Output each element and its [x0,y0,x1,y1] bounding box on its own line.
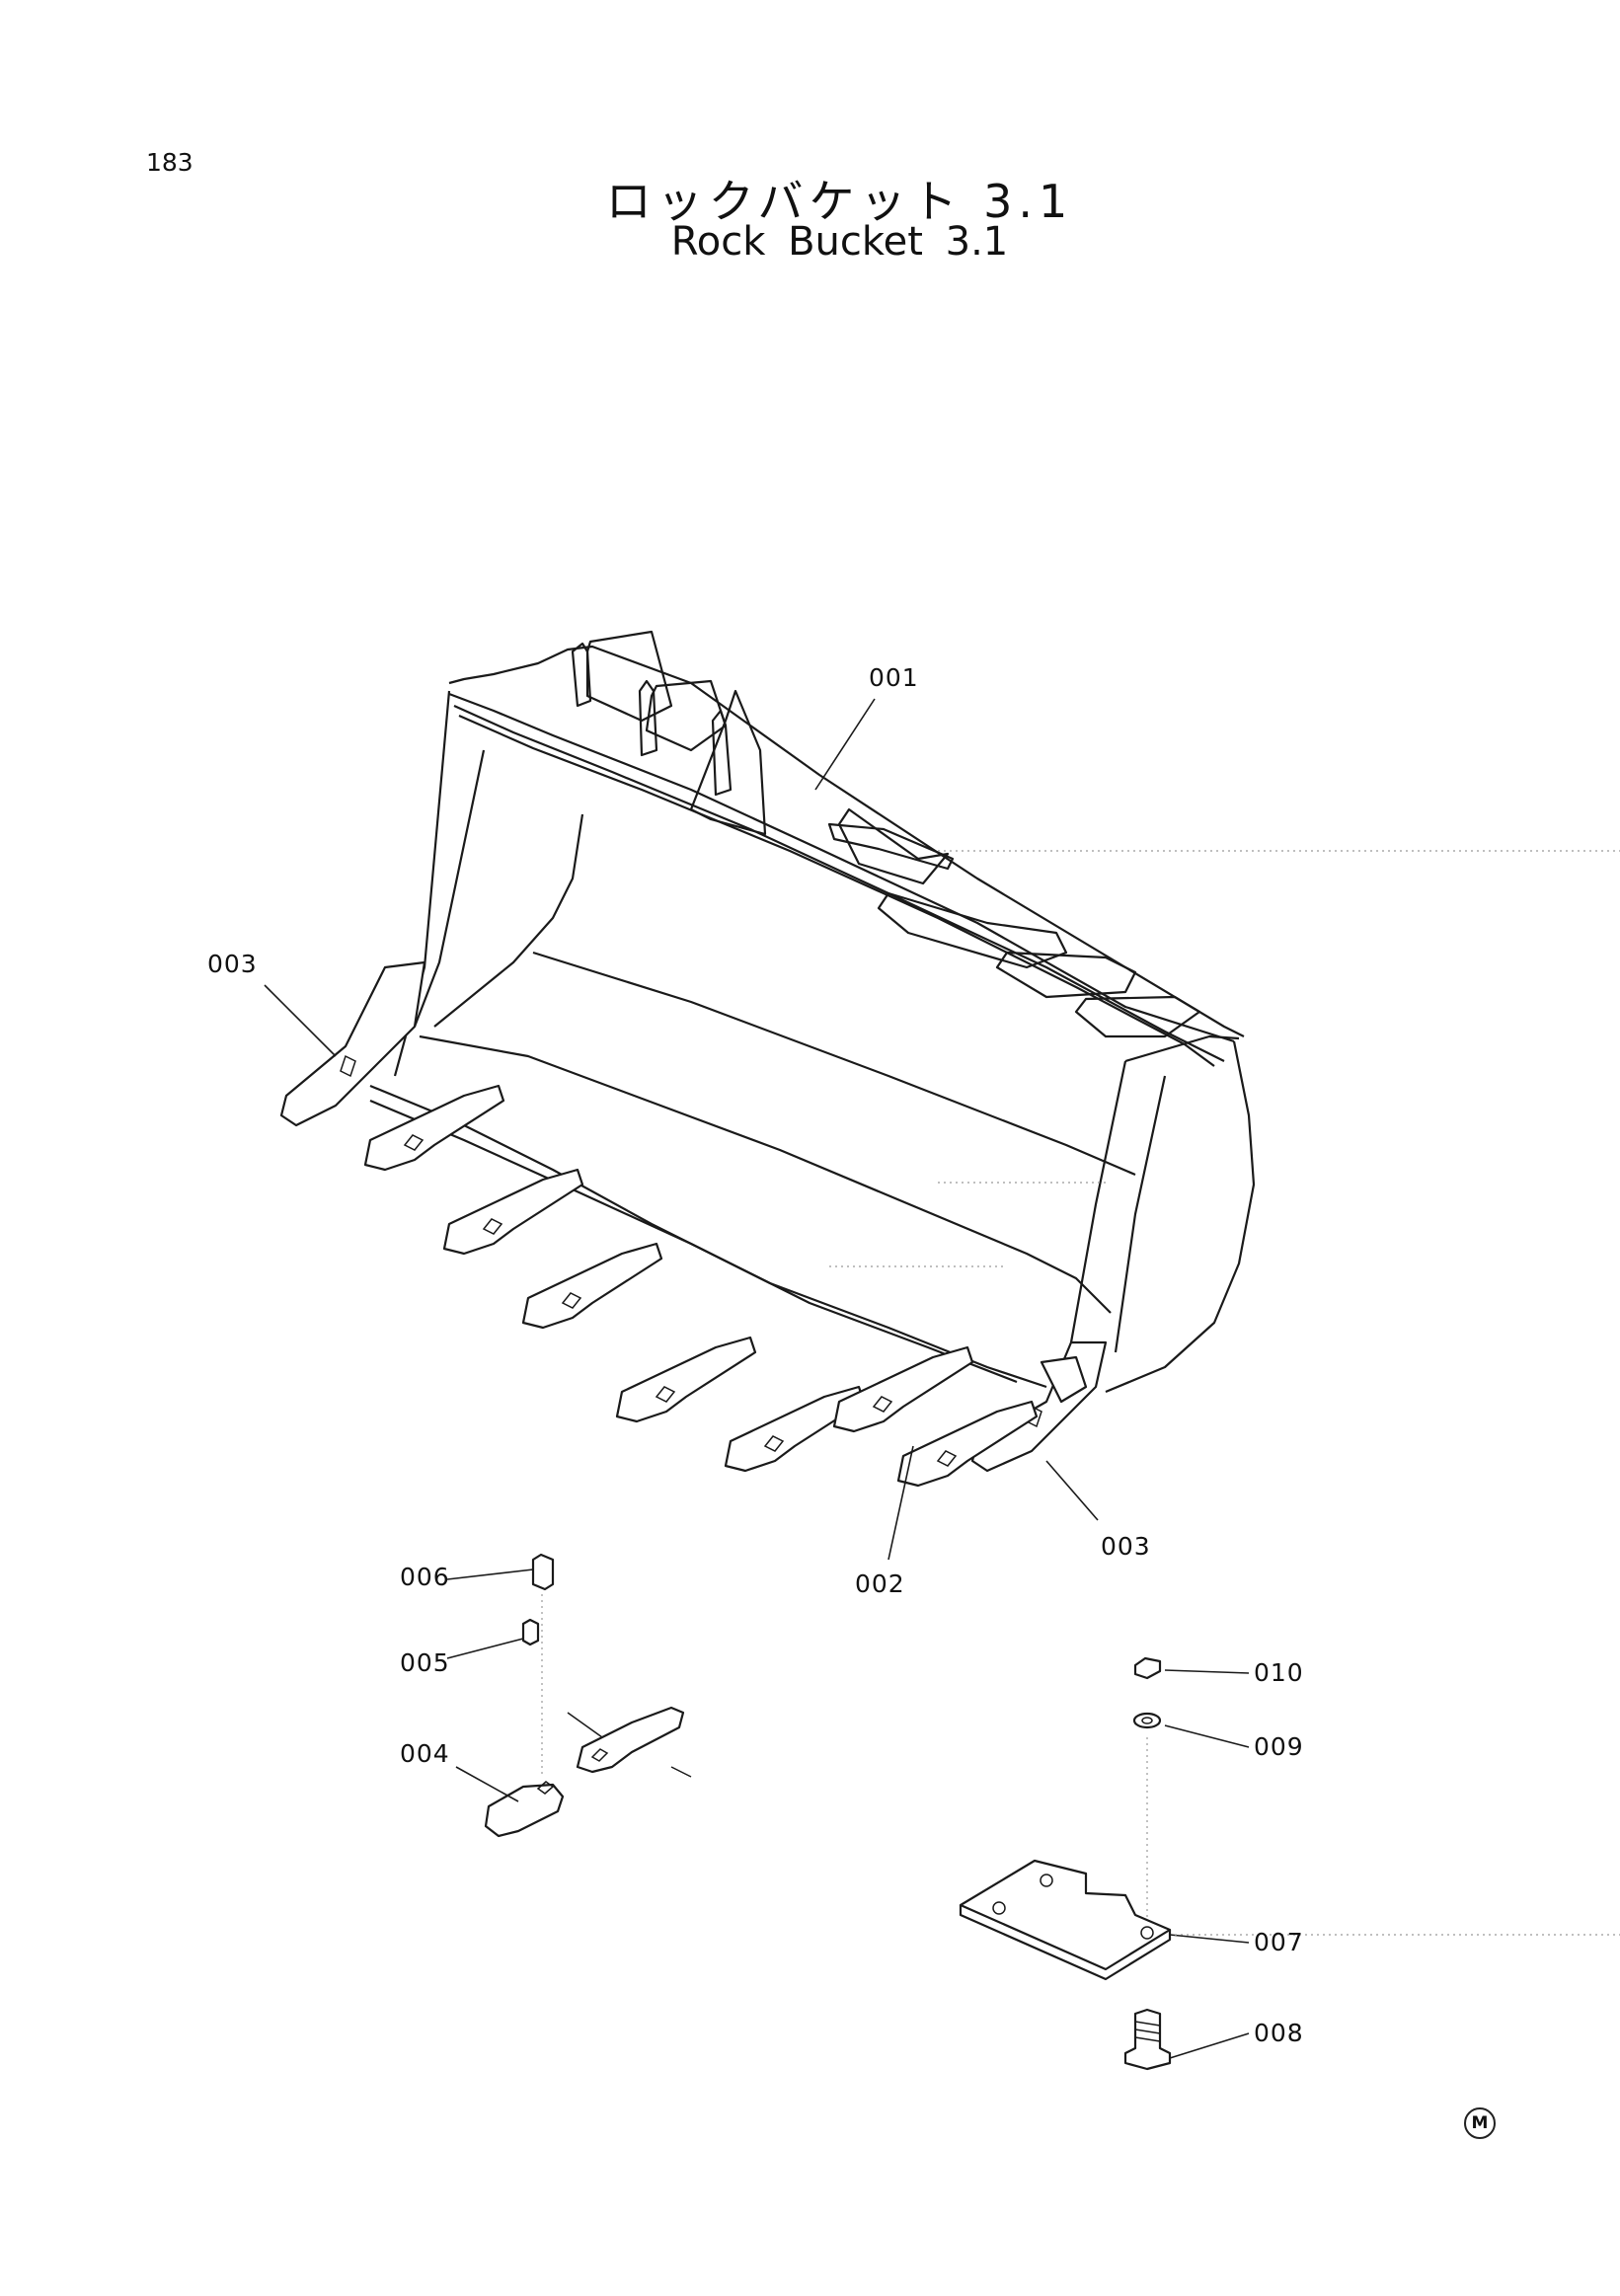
tooth-2 [442,1168,584,1256]
callout-004: 004 [400,1739,450,1768]
callout-003-right: 003 [1101,1532,1151,1561]
nut-010 [1133,1656,1162,1680]
scan-artifacts [829,850,1620,1936]
callout-008: 008 [1254,2019,1304,2047]
tooth-6 [832,1345,974,1433]
wear-plate-detail [959,1656,1172,2071]
pin-006 [531,1553,555,1591]
bucket-body [369,630,1256,1394]
callout-006: 006 [400,1563,450,1591]
callout-009: 009 [1254,1732,1304,1761]
washer-009 [1132,1712,1162,1729]
plate-007 [959,1859,1172,1971]
leader-lines [264,698,1250,2059]
corner-adapter-left [279,960,426,1127]
tooth-3 [521,1242,663,1330]
callout-001: 001 [869,663,919,692]
callout-002: 002 [855,1569,905,1598]
callout-005: 005 [400,1648,450,1677]
point-004 [484,1783,565,1838]
tooth-5 [724,1385,866,1473]
callout-003-left: 003 [207,950,258,978]
adapter [576,1706,685,1774]
callout-007: 007 [1254,1928,1304,1956]
callout-010: 010 [1254,1658,1304,1687]
tooth-4 [615,1336,757,1423]
tooth-1 [363,1084,505,1172]
manufacturer-mark: M [1464,2107,1496,2139]
bucket-teeth [363,1084,1039,1488]
tooth-detail [484,1553,692,1838]
page-number: 183 [146,148,193,177]
title-english: Rock Bucket 3.1 [670,219,1009,265]
title-japanese: ロックバケット 3.1 [605,175,1074,228]
corner-adapter-right [970,1340,1108,1473]
retainer-005 [521,1618,540,1646]
